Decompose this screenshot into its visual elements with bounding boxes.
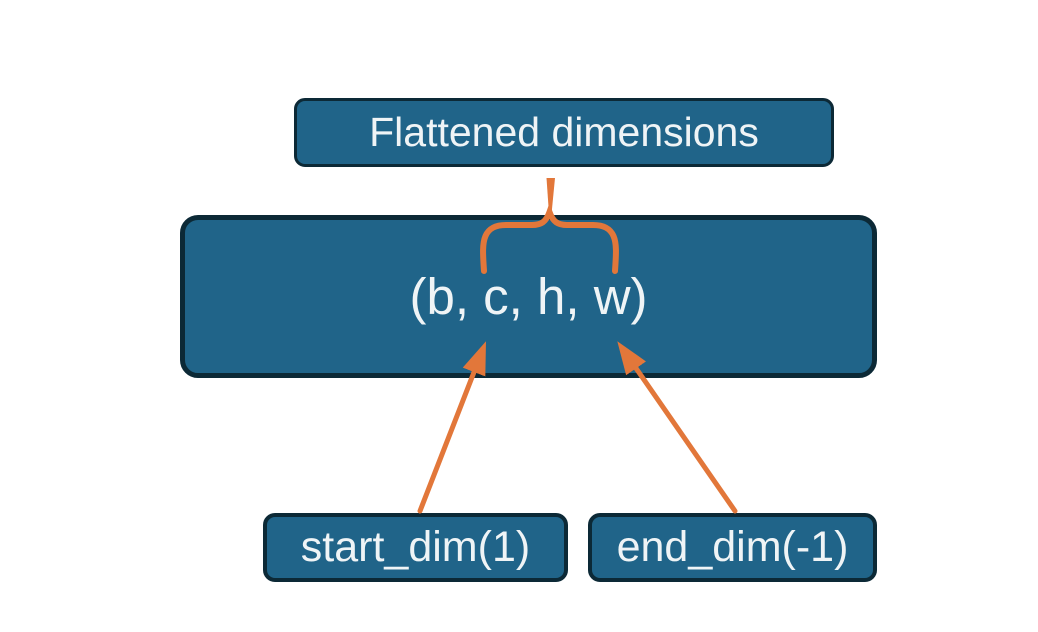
start-dim-box: start_dim(1) xyxy=(263,513,568,582)
flattened-dimensions-box: Flattened dimensions xyxy=(294,98,834,167)
tensor-shape-box: (b, c, h, w) xyxy=(180,215,877,378)
end-dim-box: end_dim(-1) xyxy=(588,513,877,582)
end-dim-label: end_dim(-1) xyxy=(616,523,849,571)
flattened-dimensions-label: Flattened dimensions xyxy=(369,109,759,155)
stem-connector xyxy=(546,178,555,214)
start-dim-label: start_dim(1) xyxy=(300,523,531,571)
tensor-shape-label: (b, c, h, w) xyxy=(409,268,648,325)
